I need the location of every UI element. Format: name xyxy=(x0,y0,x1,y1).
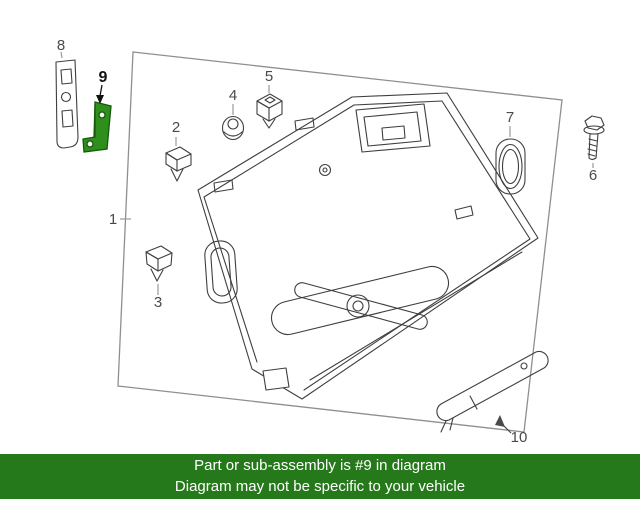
tool-recess-hub-inner xyxy=(352,300,364,312)
callout-label-7: 7 xyxy=(506,109,514,126)
bracket-hole xyxy=(520,362,528,370)
tool-recess-hub-outer xyxy=(346,294,370,318)
leader-lines xyxy=(60,51,594,295)
panel-bottom-notch xyxy=(262,367,290,391)
banner-line-2: Diagram may not be specific to your vehi… xyxy=(174,477,466,495)
part-8-slot-top xyxy=(60,68,73,85)
part-4-grommet xyxy=(221,115,245,141)
trunk-trim-panel xyxy=(197,92,539,400)
highlight-banner: Part or sub-assembly is #9 in diagram Di… xyxy=(0,454,640,499)
callout-label-8: 8 xyxy=(57,37,65,54)
arrowhead-9 xyxy=(96,95,104,104)
latch-recess-outer xyxy=(355,103,431,153)
panel-outline xyxy=(197,92,539,400)
callout-label-3: 3 xyxy=(154,294,162,311)
bolt-washer xyxy=(583,125,605,135)
part-3-clip xyxy=(145,245,173,282)
tool-recess-band-b xyxy=(294,282,428,330)
part-9-highlighted-bracket xyxy=(82,101,112,153)
panel-bottom-crease xyxy=(309,251,523,381)
part-8-slot-bottom xyxy=(61,109,74,128)
part-9-hole-foot xyxy=(86,140,94,148)
callout-label-1: 1 xyxy=(109,211,117,228)
bolt-head xyxy=(584,115,605,131)
bracket-bar xyxy=(436,350,549,422)
callout-label-10: 10 xyxy=(511,429,528,446)
callout-label-4: 4 xyxy=(229,87,237,104)
part-8-body xyxy=(55,59,79,149)
bracket-prong-1 xyxy=(440,420,447,433)
part-6-bolt xyxy=(583,115,605,161)
arrow-10 xyxy=(495,415,512,434)
panel-slot-2 xyxy=(294,117,315,131)
callout-label-2: 2 xyxy=(172,119,180,136)
latch-recess-inner xyxy=(363,111,422,147)
banner-line-1: Part or sub-assembly is #9 in diagram xyxy=(194,457,446,475)
callout-label-9-highlighted: 9 xyxy=(99,69,108,86)
part-8-hole xyxy=(60,91,72,103)
callout-label-5: 5 xyxy=(265,68,273,85)
diagram-border xyxy=(117,51,563,433)
part-7-retainer xyxy=(495,138,526,195)
panel-slot-1 xyxy=(213,179,234,193)
arrow-9 xyxy=(96,84,104,104)
part-5-clip xyxy=(256,93,283,129)
bracket-rib xyxy=(469,395,478,410)
panel-slot-3 xyxy=(454,205,474,220)
left-recess-inner xyxy=(210,247,232,297)
panel-hole-outer xyxy=(318,163,332,177)
part-9-hole-top xyxy=(98,111,106,119)
tool-recess-band-a xyxy=(270,265,450,336)
part-10-bracket xyxy=(436,350,549,433)
bolt-threads xyxy=(587,138,598,157)
bracket-prong-2 xyxy=(449,417,454,431)
panel-hole-inner xyxy=(322,167,328,173)
part-9-fold-line xyxy=(93,103,96,138)
bolt-shaft xyxy=(588,133,599,161)
arrowhead-10 xyxy=(495,415,505,427)
callout-label-6: 6 xyxy=(589,167,597,184)
latch-recess-slot xyxy=(381,125,406,141)
callout-labels: 1 2 3 4 5 6 7 8 9 10 xyxy=(57,37,597,446)
part-2-clip xyxy=(165,146,192,182)
leader-8 xyxy=(60,51,63,59)
left-recess-outer xyxy=(204,240,238,304)
part-8-retainer xyxy=(55,59,79,149)
panel-inner-edge xyxy=(203,100,531,391)
